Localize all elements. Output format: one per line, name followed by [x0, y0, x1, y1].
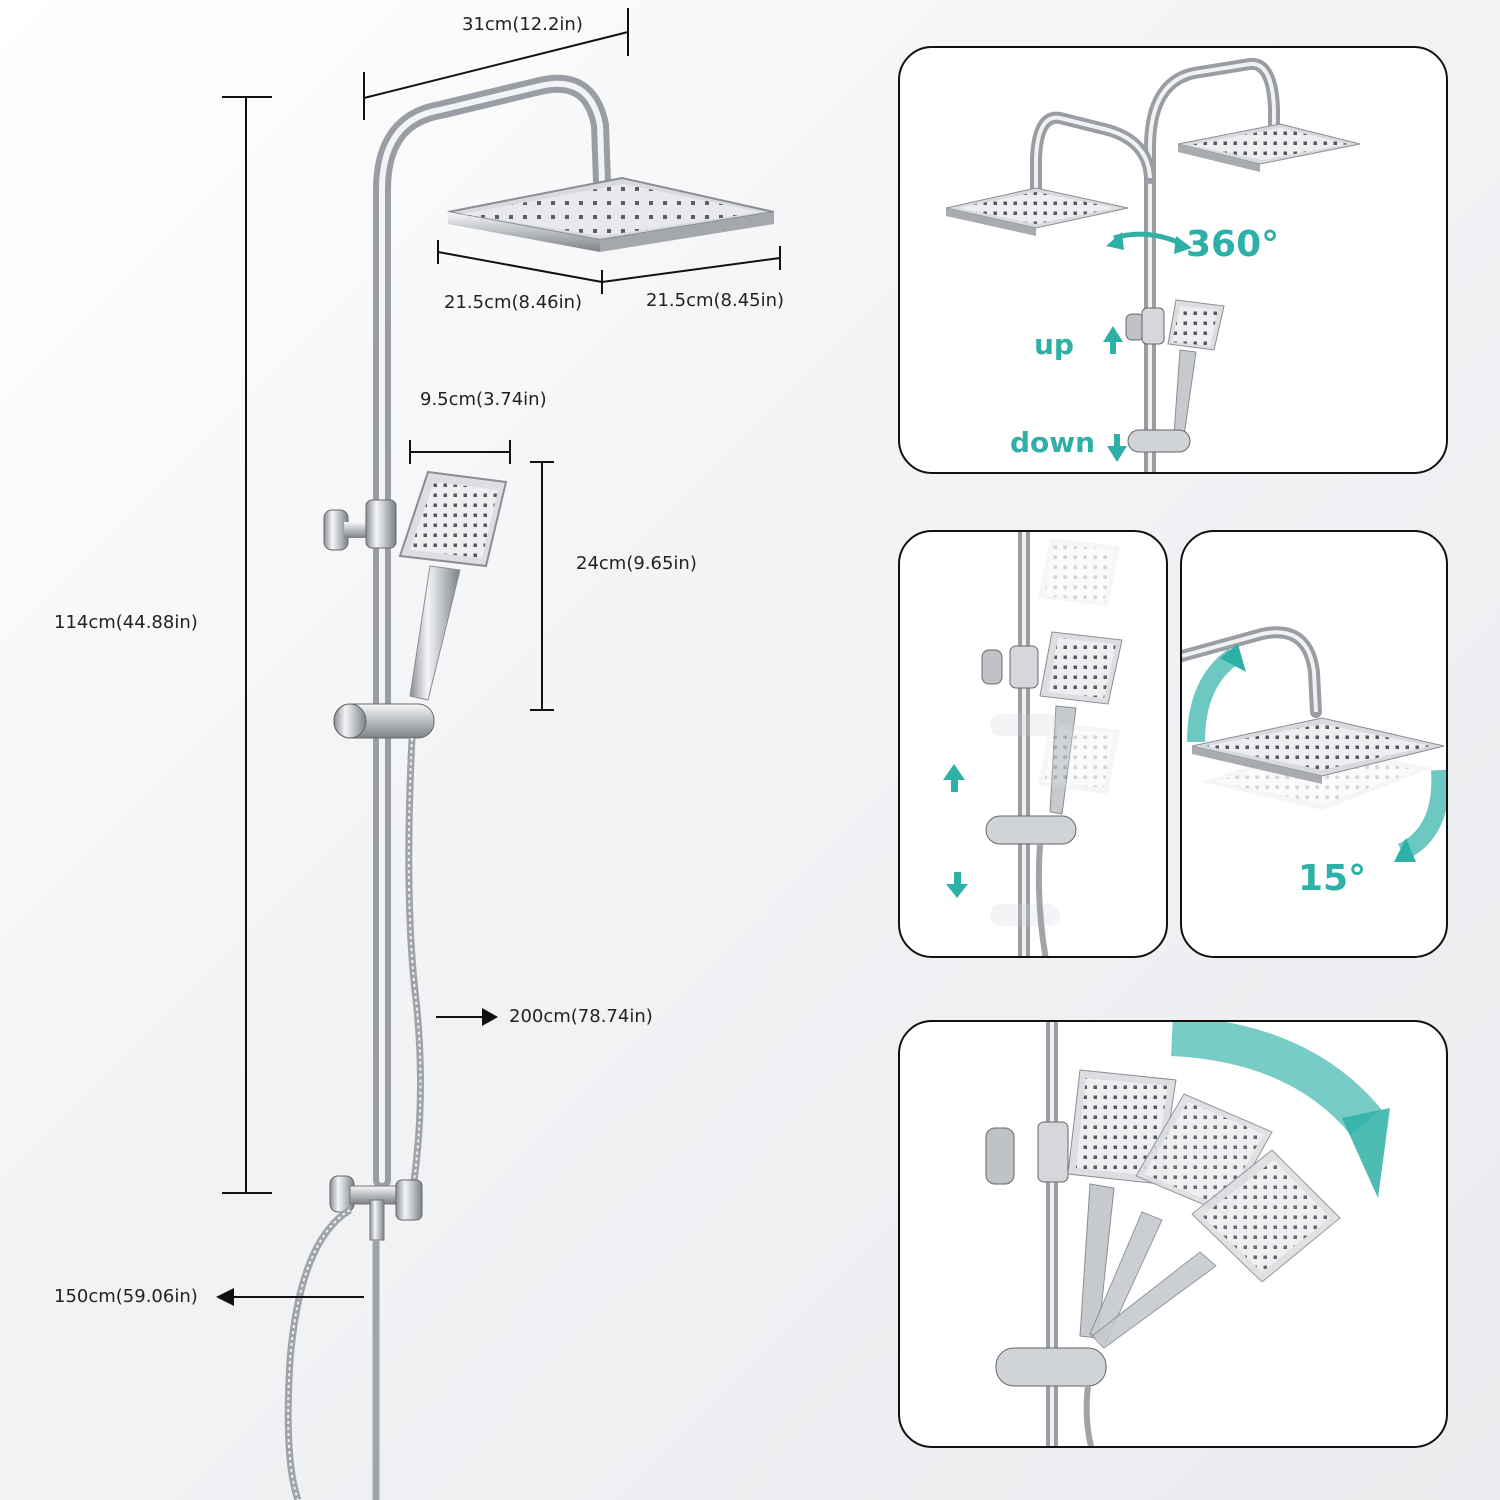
- up-arrow-icon: [1103, 326, 1123, 354]
- up-label: up: [1034, 328, 1074, 361]
- wall-bracket: [323, 499, 397, 551]
- tilt-angle-label: 15°: [1298, 858, 1367, 899]
- outlet-height-label: 150cm(59.06in): [54, 1286, 198, 1307]
- handheld-height-label: 24cm(9.65in): [576, 553, 697, 574]
- down-arrow-icon: [1107, 434, 1127, 462]
- hose-length-arrow: [436, 1008, 498, 1026]
- head-width-dimension: [437, 240, 781, 294]
- tilt-panel: 15°: [1180, 530, 1448, 958]
- handheld-shower: [398, 470, 508, 701]
- swivel-panel: [898, 1020, 1448, 1448]
- sliding-holder: [333, 703, 435, 739]
- rotation-angle-label: 360°: [1186, 224, 1280, 265]
- handheld-width-label: 9.5cm(3.74in): [420, 389, 547, 410]
- bar-height-label: 114cm(44.88in): [54, 612, 198, 633]
- swivel-arrow-icon: [1170, 1022, 1390, 1198]
- diverter-valve: [329, 1175, 423, 1241]
- down-label: down: [1010, 426, 1096, 459]
- rotate-360-icon: [1106, 231, 1192, 254]
- hose-length-label: 200cm(78.74in): [509, 1006, 653, 1027]
- height-adjust-panel: [898, 530, 1168, 958]
- arm-length-label: 31cm(12.2in): [462, 14, 583, 35]
- main-shower-diagram: [216, 8, 781, 1500]
- tilt-arrow-icon: [1187, 644, 1446, 862]
- outlet-height-arrow: [216, 1288, 364, 1306]
- rotation-panel: 360° up down: [898, 46, 1448, 474]
- lower-hose: [284, 1207, 380, 1500]
- bar-height-dimension: [222, 96, 272, 1194]
- slide-up-arrow-icon: [943, 764, 965, 792]
- handheld-width-dimension: [409, 440, 511, 464]
- rain-shower-head: [447, 176, 775, 252]
- head-width-right-label: 21.5cm(8.45in): [646, 290, 785, 311]
- arm-length-dimension: [363, 8, 629, 120]
- handheld-height-dimension: [530, 461, 554, 711]
- head-width-left-label: 21.5cm(8.46in): [444, 292, 583, 313]
- slide-down-arrow-icon: [946, 872, 968, 898]
